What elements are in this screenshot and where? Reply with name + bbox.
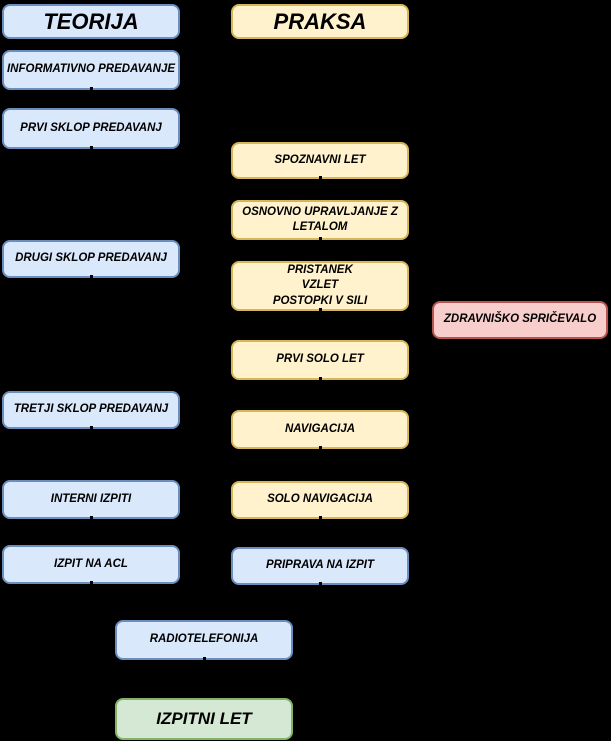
node-tretji-sklop-predavanj: TRETJI SKLOP PREDAVANJ <box>2 391 180 429</box>
node-prvi-solo-let: PRVI SOLO LET <box>231 340 409 380</box>
node-priprava-na-izpit: PRIPRAVA NA IZPIT <box>231 547 409 585</box>
connector-stub <box>319 176 322 180</box>
node-prvi-sklop-predavanj: PRVI SKLOP PREDAVANJ <box>2 108 180 149</box>
connector-stub <box>319 308 322 312</box>
node-praksa: PRAKSA <box>231 4 409 39</box>
node-spoznavni-let: SPOZNAVNI LET <box>231 142 409 179</box>
connector-stub <box>203 657 206 661</box>
connector-stub <box>319 446 322 450</box>
connector-stub <box>319 237 322 241</box>
node-teorija: TEORIJA <box>2 4 180 39</box>
node-solo-navigacija: SOLO NAVIGACIJA <box>231 481 409 519</box>
node-izpitni-let: IZPITNI LET <box>115 698 293 740</box>
connector-stub <box>90 516 93 520</box>
node-interni-izpiti: INTERNI IZPITI <box>2 480 180 519</box>
connector-stub <box>319 516 322 520</box>
node-izpit-na-acl: IZPIT NA ACL <box>2 545 180 584</box>
node-informativno-predavanje: INFORMATIVNO PREDAVANJE <box>2 50 180 90</box>
node-zdravnisko-spricevalo: ZDRAVNIŠKO SPRIČEVALO <box>432 301 608 339</box>
connector-stub <box>90 275 93 279</box>
node-osnovno-upravljanje: OSNOVNO UPRAVLJANJE Z LETALOM <box>231 200 409 240</box>
node-navigacija: NAVIGACIJA <box>231 410 409 449</box>
connector-stub <box>319 377 322 381</box>
node-pristanek-vzlet-postopki: PRISTANEK VZLET POSTOPKI V SILI <box>231 261 409 311</box>
connector-stub <box>90 146 93 150</box>
node-radiotelefonija: RADIOTELEFONIJA <box>115 620 293 660</box>
connector-stub <box>90 581 93 585</box>
node-drugi-sklop-predavanj: DRUGI SKLOP PREDAVANJ <box>2 240 180 278</box>
connector-stub <box>319 582 322 586</box>
connector-stub <box>90 426 93 430</box>
connector-stub <box>90 87 93 91</box>
